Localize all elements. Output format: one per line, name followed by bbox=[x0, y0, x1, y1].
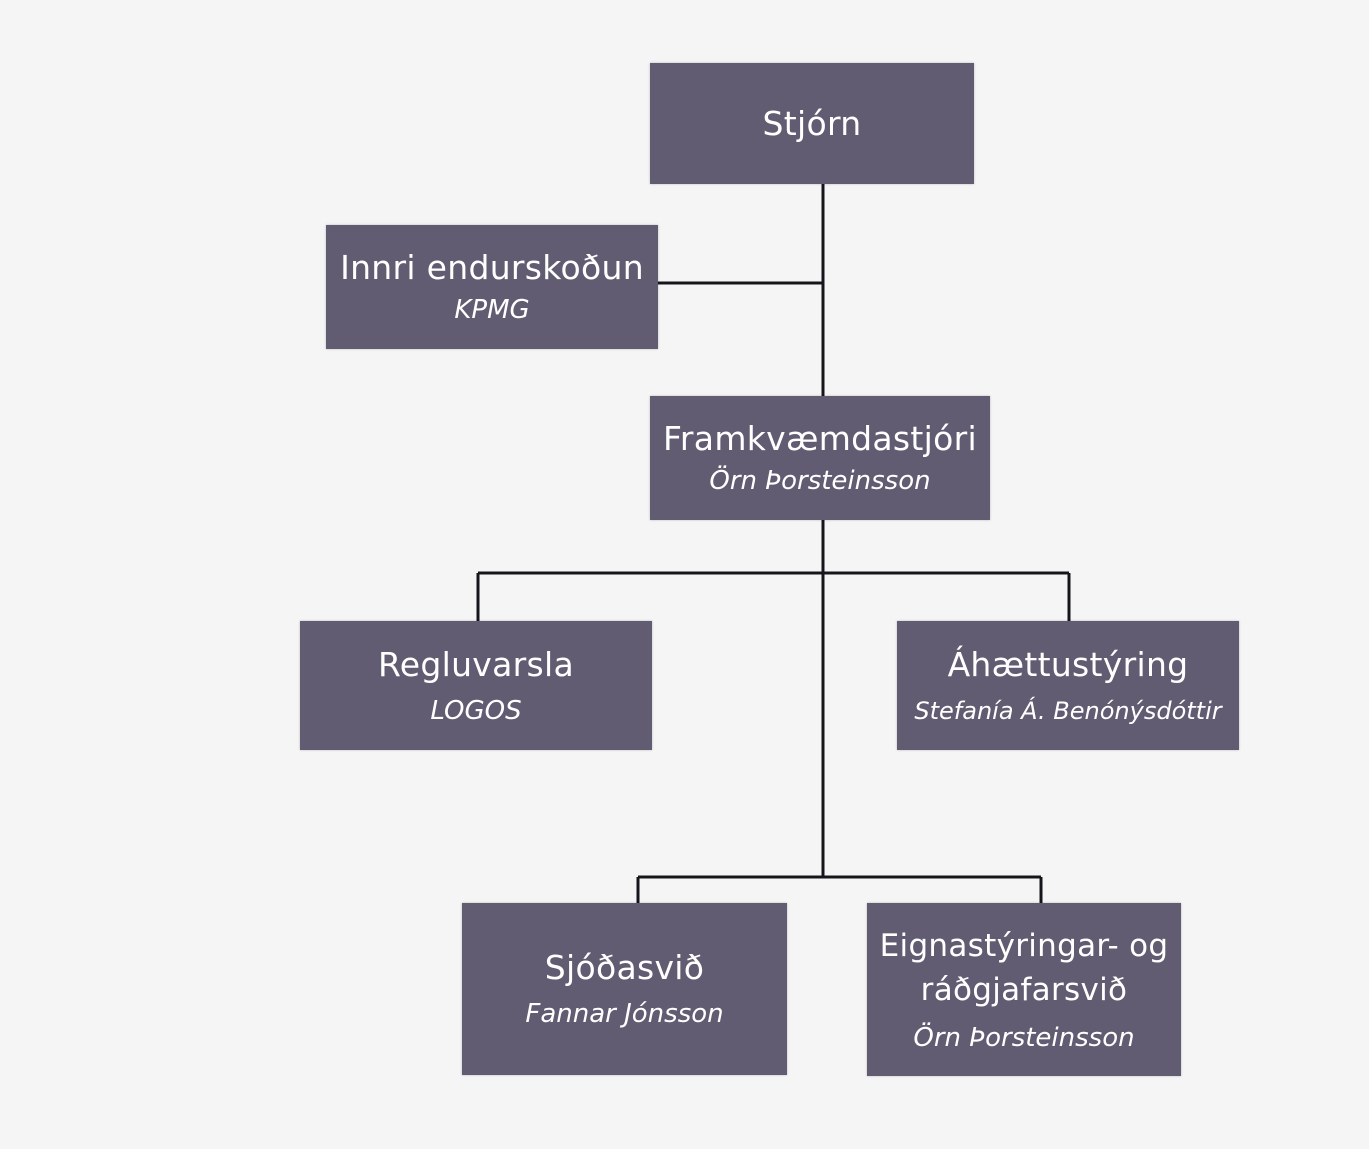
node-compliance-title: Regluvarsla bbox=[378, 644, 574, 684]
node-funds-subtitle: Fannar Jónsson bbox=[525, 999, 724, 1029]
node-asset-management-title-line1: Eignastýringar- og bbox=[879, 927, 1169, 964]
node-ceo-title: Framkvæmdastjóri bbox=[663, 419, 977, 458]
node-ceo-subtitle: Örn Þorsteinsson bbox=[709, 466, 931, 496]
node-compliance: Regluvarsla LOGOS bbox=[300, 621, 652, 750]
node-internal-audit-title: Innri endurskoðun bbox=[340, 248, 644, 287]
node-ceo: Framkvæmdastjóri Örn Þorsteinsson bbox=[650, 396, 990, 520]
node-asset-management: Eignastýringar- og ráðgjafarsvið Örn Þor… bbox=[867, 903, 1181, 1076]
node-asset-management-title-line2: ráðgjafarsvið bbox=[920, 971, 1128, 1008]
node-internal-audit-subtitle: KPMG bbox=[454, 295, 530, 325]
node-risk-management-title: Áhættustýring bbox=[947, 644, 1189, 684]
node-board: Stjórn bbox=[650, 63, 974, 184]
node-funds: Sjóðasvið Fannar Jónsson bbox=[462, 903, 787, 1075]
node-funds-title: Sjóðasvið bbox=[544, 948, 705, 987]
node-compliance-subtitle: LOGOS bbox=[430, 695, 522, 726]
node-risk-management-subtitle: Stefanía Á. Benónýsdóttir bbox=[914, 696, 1222, 725]
node-internal-audit: Innri endurskoðun KPMG bbox=[326, 225, 658, 349]
node-asset-management-subtitle: Örn Þorsteinsson bbox=[913, 1022, 1135, 1053]
node-risk-management: Áhættustýring Stefanía Á. Benónýsdóttir bbox=[897, 621, 1239, 750]
node-board-title: Stjórn bbox=[762, 103, 862, 143]
